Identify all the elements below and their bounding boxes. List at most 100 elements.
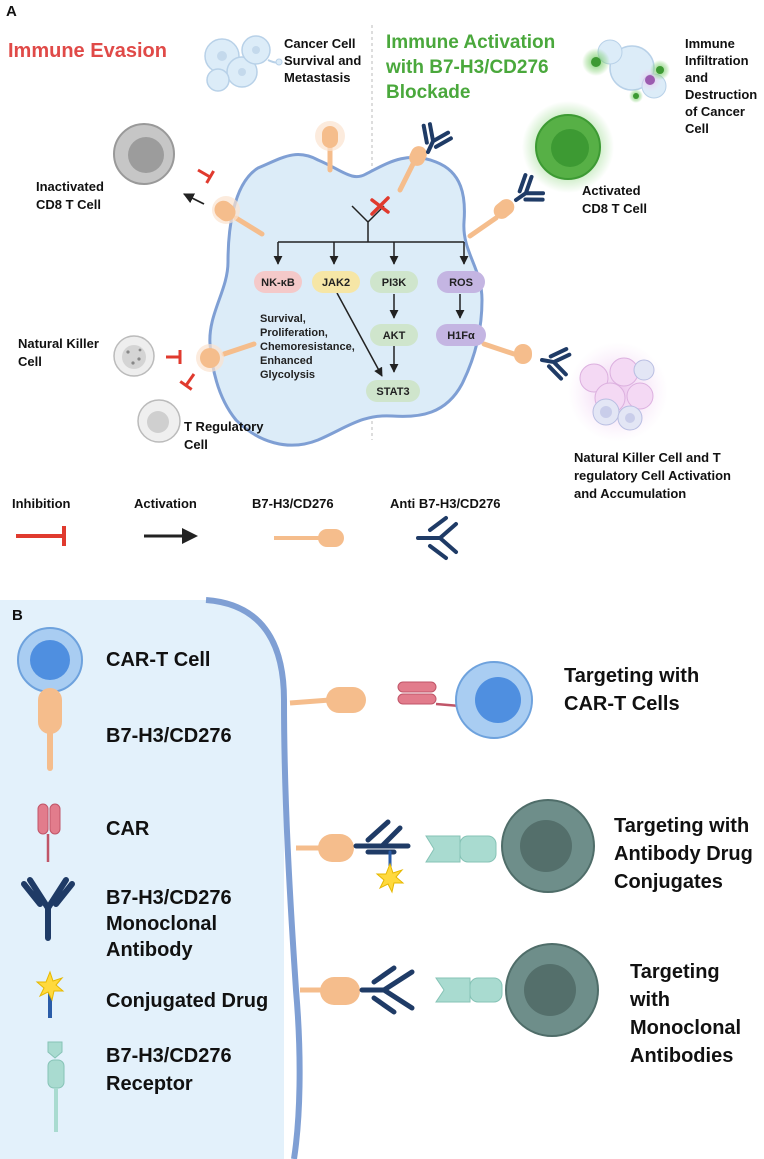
inactivation-arrow: [183, 193, 205, 205]
outcome-line-5: Glycolysis: [260, 369, 315, 381]
legend-activation-label: Activation: [134, 496, 197, 511]
infiltration-line-3: and: [685, 70, 708, 85]
panel-a-label: A: [6, 3, 17, 20]
legend-anti-b7h3-label: Anti B7-H3/CD276: [390, 496, 501, 511]
row-car-t-cell-icon: [455, 661, 533, 739]
row-mab-antibody: [359, 965, 415, 1015]
node-stat3: STAT3: [366, 380, 420, 402]
legend-b7h3-label: B7-H3/CD276: [252, 496, 334, 511]
node-h1fa-label: H1Fα: [447, 330, 475, 342]
row-adc-cell-icon: [501, 799, 595, 893]
cancer-survival-line-2: Survival and: [284, 53, 361, 68]
nk-treg-cluster-icon: [568, 342, 668, 442]
legend-receptor-icon: [47, 1041, 65, 1132]
activation-line-3: Blockade: [386, 82, 470, 103]
cancer-cell-body: [208, 153, 484, 447]
row-adc-antibody: [353, 819, 411, 874]
treg-cell-icon: [137, 399, 181, 443]
row-adc-receptor: [425, 835, 497, 863]
node-pi3k: PI3K: [370, 271, 418, 293]
nk-cell-label: Natural Killer Cell: [18, 336, 99, 369]
row-mab-line-3: Monoclonal: [630, 1017, 741, 1039]
row-mab-line-1: Targeting: [630, 961, 720, 983]
outcome-line-3: Chemoresistance,: [260, 341, 355, 353]
legend-inhibition-icon: [16, 526, 66, 546]
legend-car-icon: [37, 803, 61, 862]
cancer-survival-line-1: Cancer Cell: [284, 36, 356, 51]
b7h3-ligand-left: [212, 196, 265, 237]
nk-cell-line-2: Cell: [18, 354, 42, 369]
nk-cell-line-1: Natural Killer: [18, 336, 99, 351]
legend-b7h3-b-label: B7-H3/CD276: [106, 725, 232, 747]
legend-receptor-label: B7-H3/CD276 Receptor: [106, 1045, 232, 1095]
panel-b-membrane: [205, 597, 303, 1159]
node-h1fa: H1Fα: [436, 324, 486, 346]
legend-receptor-line-2: Receptor: [106, 1073, 193, 1095]
row-adc-drug: [375, 862, 405, 894]
node-nfkb: NK-κB: [254, 271, 302, 293]
legend-mab-label: B7-H3/CD276 Monoclonal Antibody: [106, 887, 232, 961]
activation-line-1: Immune Activation: [386, 32, 555, 53]
b7h3-ligand-right: [467, 199, 515, 239]
panel-b-cell-region: [0, 600, 284, 1159]
nk-cell-icon: [113, 335, 155, 377]
b7h3-ligand-top-right: [397, 146, 427, 193]
immune-infiltration-icon: [582, 39, 670, 103]
outcomes-text: Survival, Proliferation, Chemoresistance…: [260, 313, 355, 381]
inactivated-cd8-label: Inactivated CD8 T Cell: [36, 179, 104, 212]
nk-treg-activation-label: Natural Killer Cell and T regulatory Cel…: [574, 450, 731, 501]
treg-line-2: Cell: [184, 437, 208, 452]
node-akt-label: AKT: [383, 330, 406, 342]
legend-antibody-icon: [416, 516, 458, 560]
immune-activation-title: Immune Activation with B7-H3/CD276 Block…: [385, 32, 555, 103]
b7h3-ligand-lower-right: [481, 341, 532, 364]
row-mab-receptor: [435, 977, 503, 1003]
row-car-t-car: [397, 681, 461, 708]
inhibition-icon-treg: [178, 368, 202, 391]
row-mab-line-4: Antibodies: [630, 1045, 733, 1067]
legend-receptor-line-1: B7-H3/CD276: [106, 1045, 232, 1067]
activated-cd8-cell-icon: [522, 101, 614, 193]
row-car-t-label: Targeting with CAR-T Cells: [564, 665, 699, 715]
row-adc-line-1: Targeting with: [614, 815, 749, 837]
row-adc-line-2: Antibody Drug: [614, 843, 753, 865]
inactivated-cd8-line-2: CD8 T Cell: [36, 197, 101, 212]
legend-b7h3-ligand-icon: [274, 529, 344, 547]
node-akt: AKT: [370, 324, 418, 346]
immune-infiltration-label: Immune Infiltration and Destruction of C…: [685, 36, 757, 136]
row-mab-line-2: with: [629, 989, 670, 1011]
row-mab-cell-icon: [505, 943, 599, 1037]
node-jak2-label: JAK2: [322, 277, 350, 289]
legend-car-t-label: CAR-T Cell: [106, 649, 210, 671]
inactivated-cd8-cell-icon: [113, 123, 175, 185]
row-adc-line-3: Conjugates: [614, 871, 723, 893]
pathway-connectors: [273, 238, 469, 377]
legend-car-label: CAR: [106, 818, 150, 840]
legend-drug-label: Conjugated Drug: [106, 990, 268, 1012]
node-stat3-label: STAT3: [376, 386, 409, 398]
cancer-survival-label: Cancer Cell Survival and Metastasis: [284, 36, 361, 85]
cancer-cell-cluster-icon: [204, 35, 283, 92]
nk-treg-line-2: regulatory Cell Activation: [574, 468, 731, 483]
legend-mab-line-3: Antibody: [106, 939, 194, 961]
b7h3-ligand-top: [315, 121, 345, 173]
row-car-t-line-2: CAR-T Cells: [564, 693, 680, 715]
legend-drug-icon: [35, 970, 65, 1018]
inhibition-icon-cd8: [193, 162, 216, 185]
activation-line-2: with B7-H3/CD276: [385, 57, 549, 78]
activated-cd8-label: Activated CD8 T Cell: [582, 183, 647, 216]
outcome-line-1: Survival,: [260, 313, 306, 325]
treg-line-1: T Regulatory: [184, 419, 264, 434]
panel-b-label: B: [12, 607, 23, 624]
node-jak2: JAK2: [312, 271, 360, 293]
antibody-lower-right: [537, 343, 573, 382]
legend-mab-line-1: B7-H3/CD276: [106, 887, 232, 909]
node-nfkb-label: NK-κB: [261, 277, 295, 289]
outcome-line-4: Enhanced: [260, 355, 313, 367]
node-pi3k-label: PI3K: [382, 277, 407, 289]
legend-inhibition-label: Inhibition: [12, 496, 71, 511]
legend-panel-a: Inhibition Activation B7-H3/CD276 Anti B…: [12, 496, 501, 560]
row-mab-label: Targeting with Monoclonal Antibodies: [629, 961, 741, 1067]
blocked-x-icon: [370, 196, 390, 216]
